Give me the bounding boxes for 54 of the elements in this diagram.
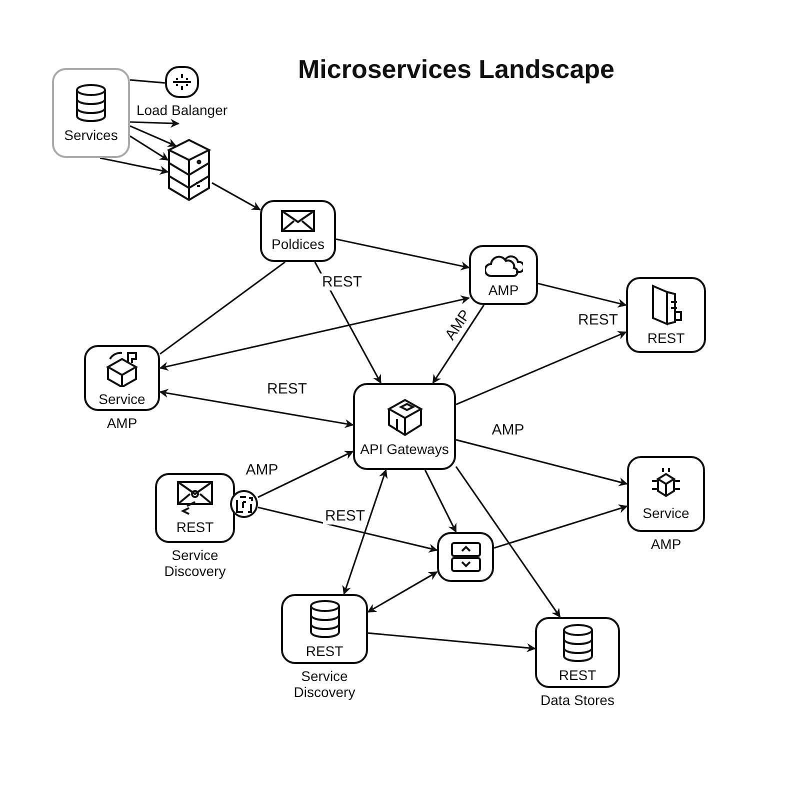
service-node bbox=[155, 473, 235, 543]
service-node bbox=[469, 245, 538, 305]
node-caption: Load Balanger bbox=[135, 102, 229, 118]
arrow bbox=[336, 238, 470, 270]
icon-box bbox=[437, 532, 494, 582]
node-label: REST bbox=[176, 519, 214, 535]
arrow bbox=[368, 632, 536, 652]
arrow bbox=[100, 157, 169, 175]
arrow bbox=[432, 304, 485, 384]
node-label: Services bbox=[64, 127, 118, 143]
node-label: REST bbox=[558, 666, 596, 682]
node-label: REST bbox=[306, 643, 344, 659]
edge-label: REST bbox=[320, 274, 364, 290]
arrow bbox=[258, 450, 354, 498]
arrow bbox=[159, 388, 354, 428]
arrow bbox=[212, 182, 261, 210]
arrow bbox=[130, 135, 169, 161]
arrow bbox=[455, 466, 561, 618]
arrow bbox=[367, 571, 438, 613]
arrow bbox=[342, 469, 388, 595]
node-caption: AMP bbox=[106, 415, 138, 431]
node-caption: AMP bbox=[650, 536, 682, 552]
node-label: API Gateways bbox=[360, 440, 449, 456]
diagram-title: Microservices Landscape bbox=[298, 54, 614, 85]
edge-label: REST bbox=[323, 508, 367, 524]
arrow bbox=[494, 504, 628, 549]
node-label: Service bbox=[98, 391, 146, 407]
service-node bbox=[260, 200, 336, 262]
node-label: Poldices bbox=[272, 236, 324, 252]
icon-box bbox=[165, 66, 199, 98]
icon-box bbox=[230, 490, 258, 518]
service-node bbox=[52, 68, 130, 158]
node-label: Service bbox=[642, 505, 690, 521]
arrow bbox=[424, 470, 457, 533]
connector-line bbox=[160, 261, 286, 355]
service-node bbox=[84, 345, 160, 411]
node-caption: Service Discovery bbox=[163, 547, 227, 579]
arrow bbox=[538, 282, 627, 308]
node-caption: Data Stores bbox=[540, 692, 616, 708]
arrow bbox=[130, 118, 180, 128]
service-node bbox=[281, 594, 368, 664]
service-node bbox=[626, 277, 706, 353]
arrow bbox=[130, 125, 177, 147]
arrow bbox=[159, 295, 470, 371]
service-node bbox=[535, 617, 620, 688]
arrow bbox=[456, 331, 627, 406]
arrow bbox=[456, 439, 628, 486]
service-node bbox=[627, 456, 705, 532]
node-label: REST bbox=[647, 330, 685, 346]
node-caption: Service Discovery bbox=[292, 668, 356, 700]
node-label: AMP bbox=[488, 282, 519, 298]
arrow bbox=[258, 506, 438, 553]
connector-line bbox=[130, 79, 166, 84]
service-node bbox=[353, 383, 456, 470]
